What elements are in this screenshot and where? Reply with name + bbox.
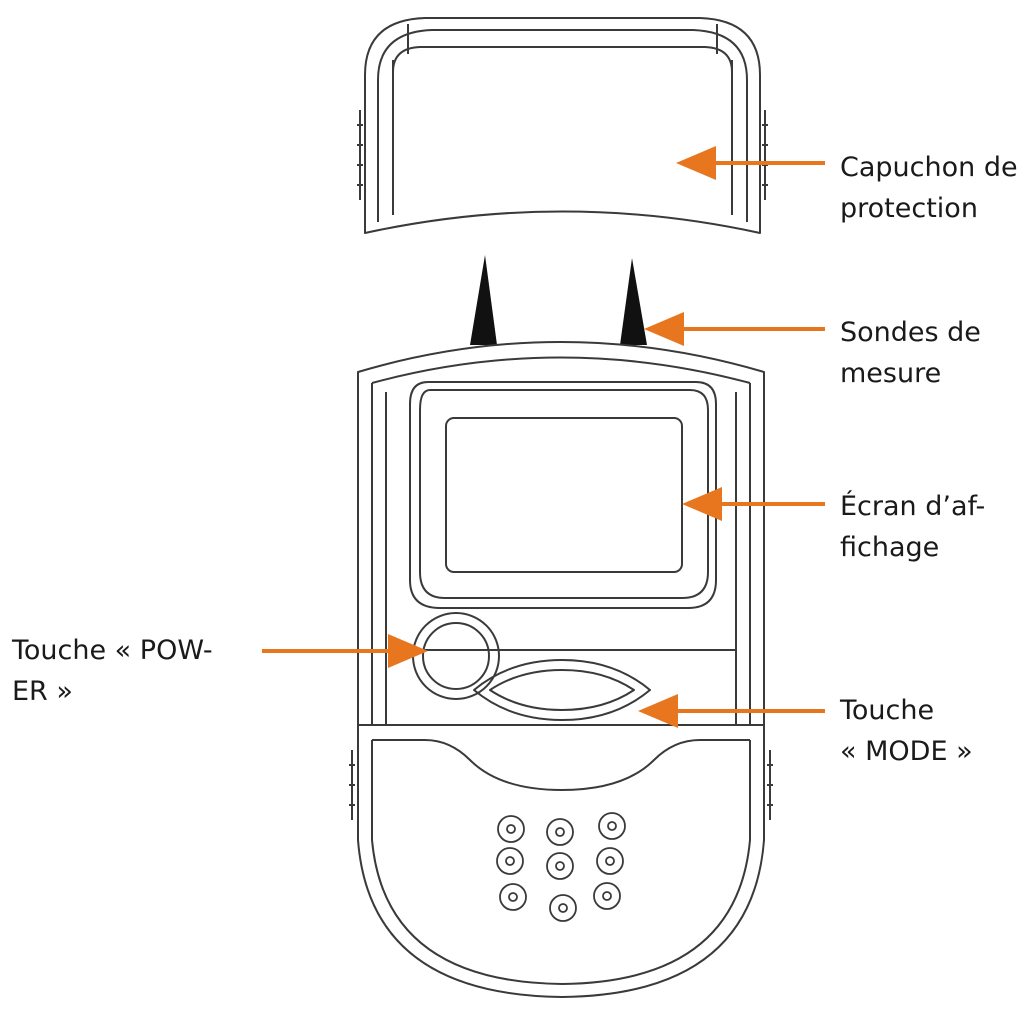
label-ecran-line1: Écran d’af- — [840, 491, 986, 522]
keypad — [496, 812, 626, 922]
keypad-key — [593, 882, 621, 910]
label-ecran-line2: fichage — [840, 532, 940, 563]
mode-button[interactable] — [473, 659, 651, 721]
label-power: Touche « POW- ER » — [12, 630, 213, 712]
label-power-line1: Touche « POW- — [12, 635, 213, 666]
arrow-sondes — [644, 312, 825, 346]
keypad-key — [546, 818, 574, 846]
keypad-key — [596, 847, 624, 875]
power-button[interactable] — [412, 612, 500, 700]
label-capuchon: Capuchon de protection — [840, 147, 1018, 229]
measurement-probes — [470, 255, 647, 345]
keypad-key — [499, 883, 527, 911]
label-mode-line2: « MODE » — [840, 736, 973, 767]
label-sondes-line1: Sondes de — [840, 317, 981, 348]
label-mode-line1: Touche — [840, 695, 935, 726]
arrow-capuchon — [676, 146, 825, 180]
display-glass — [445, 417, 683, 573]
label-sondes: Sondes de mesure — [840, 312, 981, 394]
label-mode: Touche « MODE » — [840, 690, 973, 772]
lower-body — [349, 725, 773, 998]
keypad-key — [549, 894, 577, 922]
keypad-key — [546, 852, 574, 880]
device-body — [357, 341, 765, 726]
display-screen — [409, 381, 717, 609]
label-power-line2: ER » — [12, 676, 73, 707]
label-capuchon-line1: Capuchon de — [840, 152, 1018, 183]
arrow-mode — [638, 694, 825, 728]
label-capuchon-line2: protection — [840, 193, 978, 224]
probe-left — [470, 255, 497, 345]
arrow-ecran — [682, 487, 825, 521]
label-sondes-line2: mesure — [840, 358, 942, 389]
keypad-key — [497, 815, 525, 843]
probe-right — [620, 258, 647, 345]
label-ecran: Écran d’af- fichage — [840, 486, 985, 568]
keypad-key — [496, 847, 524, 875]
keypad-key — [598, 812, 626, 840]
protective-cap — [357, 17, 768, 234]
arrow-power — [262, 634, 428, 668]
